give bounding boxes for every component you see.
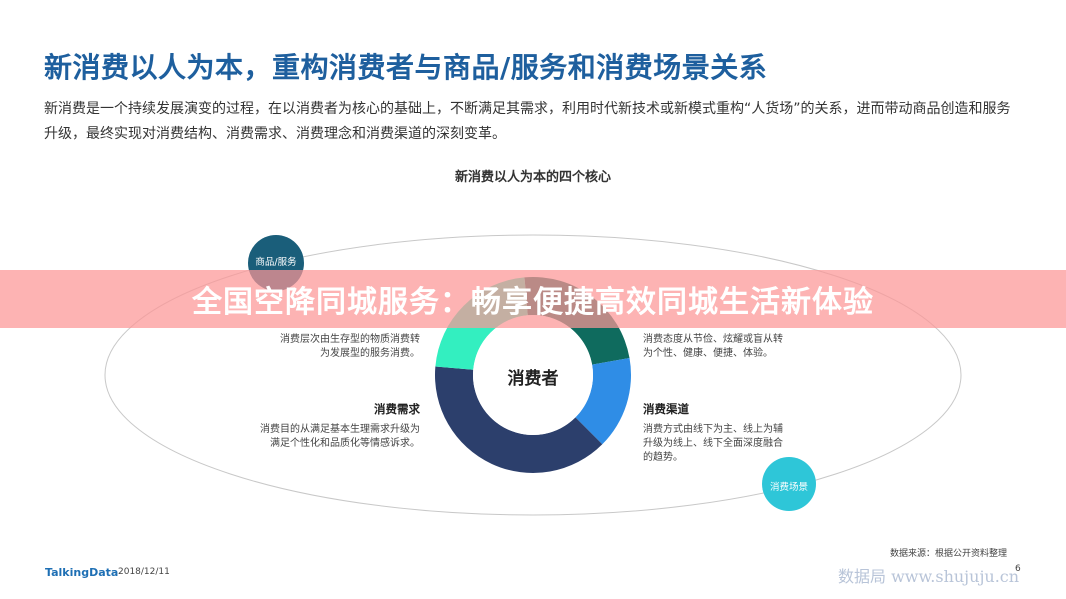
scene-bubble-label: 消费场景	[769, 482, 808, 493]
quadrant-demand-text: 消费目的从满足基本生理需求升级为满足个性化和品质化等情感诉求。	[260, 424, 420, 449]
page-number: 6	[1015, 564, 1021, 574]
watermark: 数据局 www.shujuju.cn	[838, 567, 1020, 586]
footer-date: 2018/12/11	[118, 567, 170, 577]
overlay-banner: 全国空降同城服务：畅享便捷高效同城生活新体验	[0, 270, 1066, 328]
diagram-subtitle: 新消费以人为本的四个核心	[454, 170, 611, 185]
quadrant-concept-text: 消费态度从节俭、炫耀或盲从转为个性、健康、便捷、体验。	[643, 334, 783, 359]
talkingdata-logo: TalkingData	[45, 566, 119, 579]
ring-segment-channel	[435, 366, 603, 474]
goods-bubble-label: 商品/服务	[255, 257, 297, 268]
center-label: 消费者	[507, 369, 559, 389]
ring-segment-concept	[575, 357, 631, 445]
quadrant-channel: 消费渠道 消费方式由线下为主、线上为辅升级为线上、线下全面深度融合的趋势。	[643, 401, 783, 465]
orbit-ellipse	[104, 234, 962, 516]
quadrant-channel-heading: 消费渠道	[643, 402, 689, 416]
center-circle	[473, 315, 593, 435]
scene-bubble	[762, 457, 816, 511]
quadrant-channel-text: 消费方式由线下为主、线上为辅升级为线上、线下全面深度融合的趋势。	[643, 424, 783, 463]
data-source: 数据来源：根据公开资料整理	[890, 549, 1008, 559]
quadrant-demand-heading: 消费需求	[374, 402, 420, 416]
page-title: 新消费以人为本，重构消费者与商品/服务和消费场景关系	[44, 51, 768, 84]
quadrant-structure-text: 消费层次由生存型的物质消费转为发展型的服务消费。	[280, 334, 420, 359]
intro-paragraph: 新消费是一个持续发展演变的过程，在以消费者为核心的基础上，不断满足其需求，利用时…	[44, 101, 1011, 142]
quadrant-demand: 消费需求 消费目的从满足基本生理需求升级为满足个性化和品质化等情感诉求。	[255, 401, 420, 451]
